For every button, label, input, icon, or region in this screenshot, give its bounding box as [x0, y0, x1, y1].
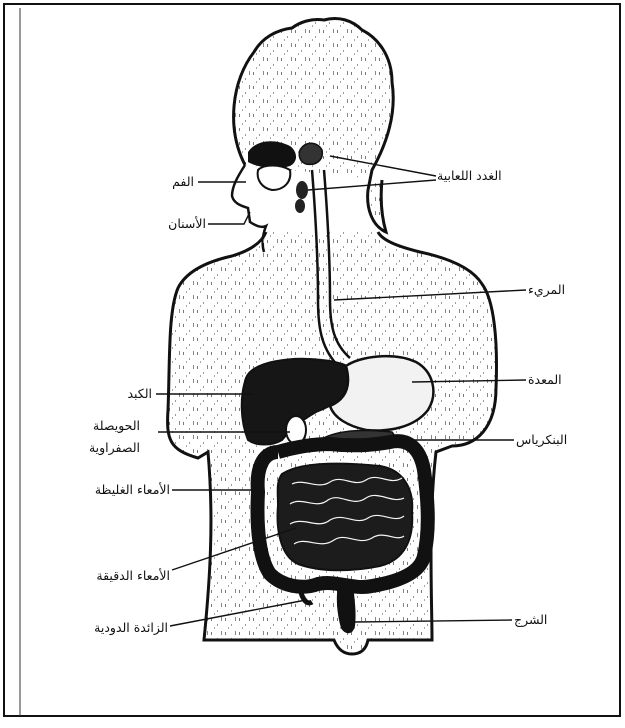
label-large-intestine: الأمعاء الغليظة — [95, 482, 170, 497]
label-liver: الكبد — [127, 386, 152, 401]
label-esophagus: المريء — [528, 282, 565, 298]
parotid-gland — [299, 143, 322, 164]
label-salivary-glands: الغدد اللعابية — [437, 168, 502, 183]
label-mouth: الفم — [172, 174, 194, 190]
submandibular-gland — [295, 199, 305, 213]
label-anus: الشرج — [514, 612, 547, 628]
label-small-intestine: الأمعاء الدقيقة — [96, 568, 170, 583]
label-stomach: المعدة — [528, 372, 562, 387]
leader-teeth — [208, 212, 250, 224]
tongue — [258, 166, 291, 191]
rectum — [338, 580, 355, 632]
label-gallbladder-line2: الصفراوية — [89, 440, 140, 456]
label-gallbladder-line1: الحويصلة — [93, 418, 140, 434]
stomach — [330, 356, 433, 430]
label-teeth: الأسنان — [168, 216, 206, 231]
label-appendix: الزائدة الدودية — [94, 620, 168, 636]
sublingual-gland — [296, 181, 308, 199]
label-pancreas: البنكرياس — [516, 432, 567, 448]
small-intestine — [278, 464, 413, 571]
